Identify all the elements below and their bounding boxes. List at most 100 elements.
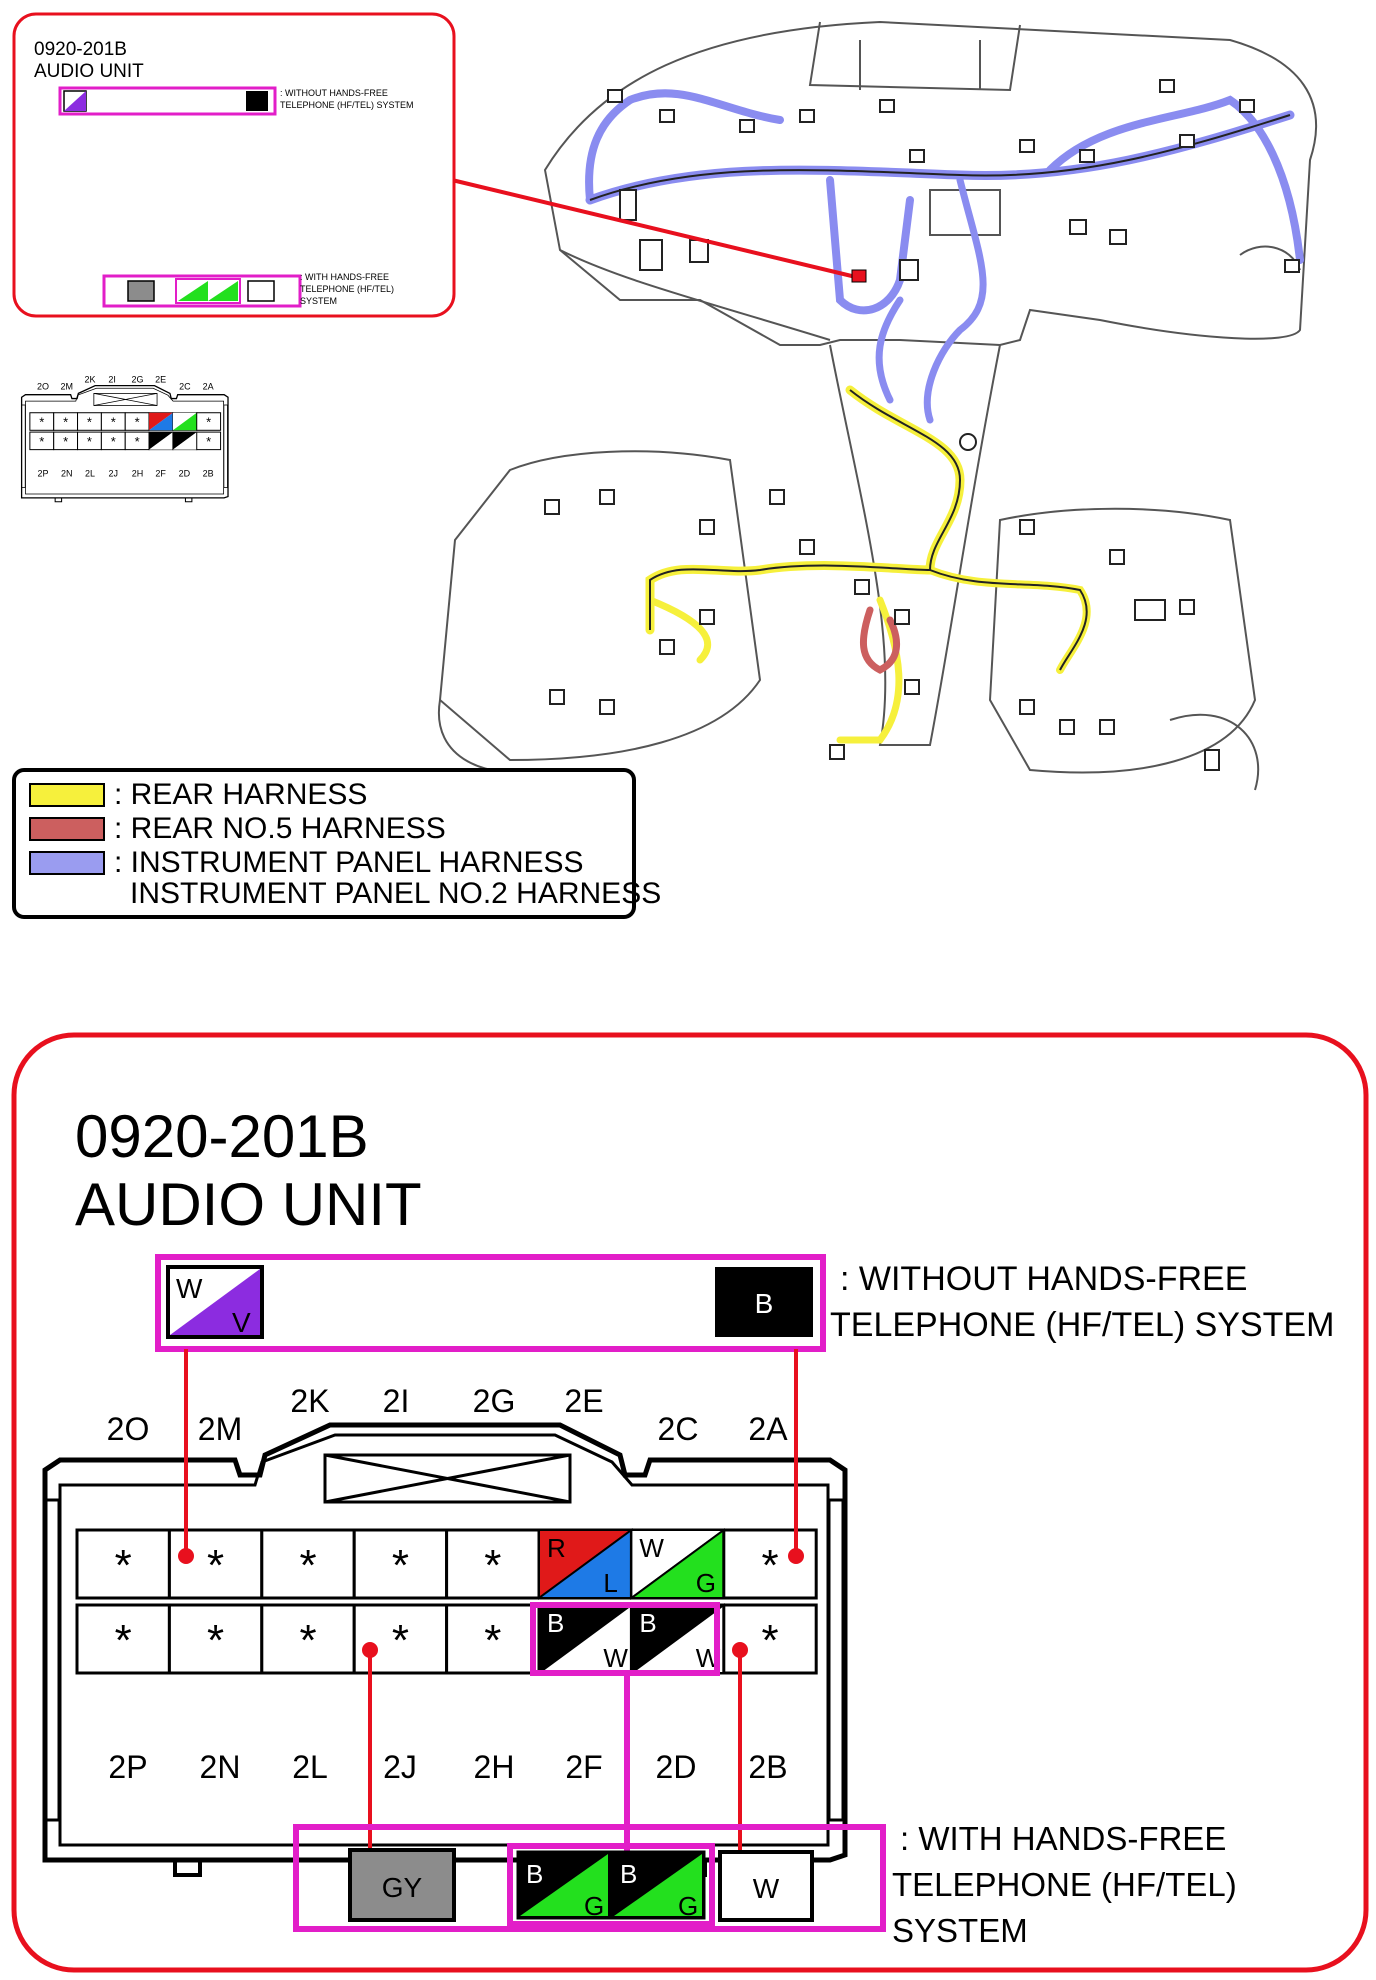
cavity-2P: *	[75, 1603, 171, 1675]
legend: : REAR HARNESS : REAR NO.5 HARNESS : INS…	[12, 768, 661, 919]
pin-leaders	[184, 1349, 798, 1860]
pin-leader-dots	[178, 1548, 804, 1658]
svg-text:B: B	[755, 1288, 774, 1319]
small-cavity: *	[29, 412, 55, 431]
small-cavity	[172, 412, 198, 431]
svg-text:G: G	[584, 1891, 604, 1921]
small-pin-label: 2J	[108, 469, 118, 479]
legend-label-instrument-panel-no2: INSTRUMENT PANEL NO.2 HARNESS	[130, 877, 661, 910]
hf-bg-pair	[507, 1843, 715, 1927]
cavity-2B: *	[722, 1603, 818, 1675]
small-cavity: *	[29, 431, 55, 451]
small-cavity: *	[100, 412, 126, 431]
svg-text:G: G	[678, 1891, 698, 1921]
connector-code: 0920-201B	[75, 1103, 369, 1170]
wire-color-w-v: W V	[166, 1265, 264, 1339]
cavity-color-bottom: W	[603, 1643, 628, 1673]
cavity-2O: *	[75, 1528, 171, 1600]
small-cavity-mark: *	[87, 415, 92, 430]
wire-color-b-g-1: B G	[516, 1850, 612, 1921]
small-pin-label: 2I	[108, 374, 116, 384]
cavity-2H: *	[445, 1603, 541, 1675]
small-cavity-mark: *	[135, 415, 140, 430]
svg-text:B: B	[526, 1859, 543, 1889]
small-pin-label: 2O	[37, 382, 49, 392]
pin-label-2P: 2P	[108, 1749, 147, 1785]
with-hf-note-1: : WITH HANDS-FREE	[900, 1820, 1226, 1857]
legend-label-instrument-panel: : INSTRUMENT PANEL HARNESS	[114, 846, 584, 879]
small-cavity: *	[196, 412, 222, 431]
small-pin-label: 2G	[131, 374, 143, 384]
svg-text:V: V	[232, 1307, 251, 1338]
cavity-unused-mark: *	[761, 1541, 778, 1590]
cavity-color-top: R	[547, 1533, 566, 1563]
small-cavity-mark: *	[63, 434, 68, 449]
legend-label-rear-no5: : REAR NO.5 HARNESS	[114, 812, 446, 845]
cavity-2F: BW	[535, 1603, 635, 1675]
small-cavity	[172, 431, 198, 451]
cavity-unused-mark: *	[392, 1616, 409, 1665]
legend-swatch-instrument-panel	[29, 851, 105, 875]
small-without-note-2: TELEPHONE (HF/TEL) SYSTEM	[280, 100, 414, 110]
with-hf-note-3: SYSTEM	[892, 1912, 1028, 1949]
pin-label-2M: 2M	[198, 1411, 242, 1447]
pin-label-2O: 2O	[107, 1411, 150, 1447]
pin-label-2K: 2K	[290, 1383, 329, 1419]
cavity-unused-mark: *	[299, 1616, 316, 1665]
cavity-unused-mark: *	[207, 1616, 224, 1665]
small-cavity-mark: *	[206, 415, 211, 430]
small-pin-label: 2K	[84, 374, 95, 384]
cavity-unused-mark: *	[761, 1616, 778, 1665]
with-hf-note-2: TELEPHONE (HF/TEL)	[892, 1866, 1237, 1903]
svg-text:W: W	[753, 1873, 780, 1904]
small-cavity-mark: *	[206, 434, 211, 449]
cavity-unused-mark: *	[299, 1541, 316, 1590]
connector-name: AUDIO UNIT	[75, 1171, 422, 1238]
small-cavity-mark: *	[111, 415, 116, 430]
cavity-2N: *	[167, 1603, 264, 1675]
small-pin-label: 2L	[85, 469, 95, 479]
small-with-note-2: TELEPHONE (HF/TEL)	[300, 284, 394, 294]
pin-label-2D: 2D	[656, 1749, 697, 1785]
pin-label-2N: 2N	[200, 1749, 241, 1785]
connector-callout: 0920-201B AUDIO UNIT W V B : WITHOUT HAN…	[11, 1032, 1369, 1973]
vehicle-harness-drawing	[437, 20, 1318, 791]
cavity-color-top: B	[639, 1608, 656, 1638]
pin-label-2J: 2J	[383, 1749, 417, 1785]
small-cavity: *	[77, 412, 102, 431]
without-hf-note-1: : WITHOUT HANDS-FREE	[840, 1260, 1247, 1298]
wire-color-gy: GY	[348, 1848, 456, 1922]
small-cavity	[148, 431, 174, 451]
cavity-2E: RL	[535, 1528, 635, 1600]
cavity-unused-mark: *	[207, 1541, 224, 1590]
small-pin-label: 2D	[179, 469, 191, 479]
legend-swatch-rear	[29, 783, 105, 807]
pin-label-2L: 2L	[292, 1749, 328, 1785]
wire-color-b-g-2: B G	[610, 1850, 706, 1921]
cavity-unused-mark: *	[484, 1541, 501, 1590]
small-cavity-mark: *	[39, 434, 44, 449]
small-cavity-mark: *	[111, 434, 116, 449]
small-pin-label: 2N	[61, 469, 73, 479]
pin-label-2C: 2C	[658, 1411, 699, 1447]
small-pin-label: 2F	[155, 469, 166, 479]
small-with-note-1: : WITH HANDS-FREE	[300, 272, 389, 282]
small-without-note-1: : WITHOUT HANDS-FREE	[280, 88, 388, 98]
cavity-2M: *	[167, 1528, 264, 1600]
pin-label-2A: 2A	[748, 1411, 788, 1447]
small-cavity: *	[53, 412, 79, 431]
cavity-2D: BW	[628, 1603, 727, 1675]
small-cavity	[148, 412, 174, 431]
cavity-2C: WG	[628, 1528, 727, 1600]
callout-leader-line	[451, 178, 861, 280]
pin-label-2B: 2B	[748, 1749, 787, 1785]
pin-label-2E: 2E	[564, 1383, 603, 1419]
cavity-color-bottom: L	[603, 1568, 617, 1598]
svg-text:B: B	[620, 1859, 637, 1889]
wire-color-w: W	[718, 1850, 814, 1922]
audio-unit-location-marker	[851, 269, 867, 283]
